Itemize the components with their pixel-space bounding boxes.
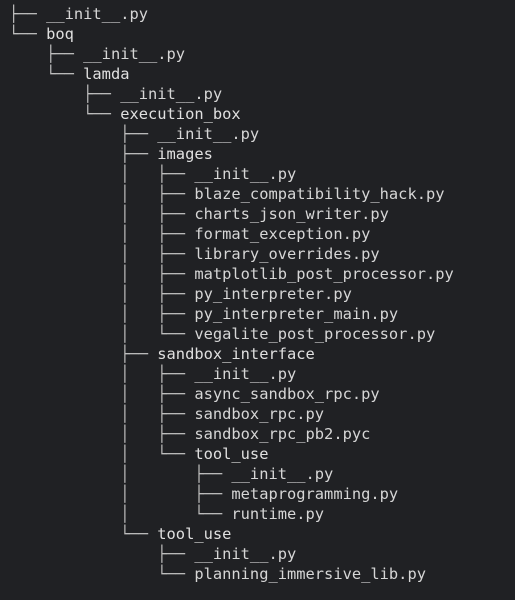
folder-name: tool_use [157, 525, 232, 543]
tree-line: └── boq [9, 24, 515, 44]
tree-branch: │ └── [9, 445, 195, 463]
tree-branch: └── [9, 565, 195, 583]
tree-line: │ ├── __init__.py [9, 364, 515, 384]
tree-line: │ ├── matplotlib_post_processor.py [9, 264, 515, 284]
tree-line: └── lamda [9, 64, 515, 84]
tree-line: │ ├── blaze_compatibility_hack.py [9, 184, 515, 204]
tree-branch: │ ├── [9, 485, 232, 503]
tree-branch: │ └── [9, 505, 232, 523]
file-name: async_sandbox_rpc.py [194, 385, 380, 403]
tree-line: │ └── vegalite_post_processor.py [9, 324, 515, 344]
tree-line: ├── __init__.py [9, 44, 515, 64]
folder-name: lamda [83, 65, 130, 83]
file-name: blaze_compatibility_hack.py [194, 185, 445, 203]
tree-branch: │ ├── [9, 245, 195, 263]
tree-branch: │ ├── [9, 225, 195, 243]
tree-branch: │ ├── [9, 185, 195, 203]
tree-line: │ ├── format_exception.py [9, 224, 515, 244]
tree-branch: │ ├── [9, 265, 195, 283]
tree-line: ├── sandbox_interface [9, 344, 515, 364]
file-name: library_overrides.py [194, 245, 380, 263]
file-name: matplotlib_post_processor.py [194, 265, 454, 283]
file-name: __init__.py [194, 165, 297, 183]
file-name: runtime.py [231, 505, 325, 523]
tree-line: │ ├── __init__.py [9, 164, 515, 184]
tree-branch: │ ├── [9, 365, 195, 383]
folder-name: boq [46, 25, 74, 43]
folder-name: execution_box [120, 105, 241, 123]
tree-line: │ ├── __init__.py [9, 464, 515, 484]
tree-branch: │ ├── [9, 405, 195, 423]
file-name: sandbox_rpc.py [194, 405, 325, 423]
tree-branch: └── [9, 525, 158, 543]
file-name: __init__.py [120, 85, 223, 103]
tree-branch: ├── [9, 125, 158, 143]
tree-branch: ├── [9, 345, 158, 363]
tree-line: └── execution_box [9, 104, 515, 124]
tree-branch: ├── [9, 145, 158, 163]
tree-branch: └── [9, 65, 84, 83]
tree-line: │ └── tool_use [9, 444, 515, 464]
tree-line: ├── __init__.py [9, 124, 515, 144]
file-name: format_exception.py [194, 225, 371, 243]
tree-branch: │ ├── [9, 285, 195, 303]
tree-line: └── planning_immersive_lib.py [9, 564, 515, 584]
file-name: __init__.py [157, 125, 260, 143]
folder-name: tool_use [194, 445, 269, 463]
file-name: planning_immersive_lib.py [194, 565, 426, 583]
file-name: __init__.py [83, 45, 186, 63]
tree-branch: └── [9, 105, 121, 123]
tree-line: ├── __init__.py [9, 544, 515, 564]
folder-name: sandbox_interface [157, 345, 315, 363]
tree-branch: │ ├── [9, 165, 195, 183]
file-name: sandbox_rpc_pb2.pyc [194, 425, 371, 443]
tree-line: │ ├── metaprogramming.py [9, 484, 515, 504]
tree-line: │ ├── async_sandbox_rpc.py [9, 384, 515, 404]
tree-line: │ ├── py_interpreter_main.py [9, 304, 515, 324]
tree-line: ├── images [9, 144, 515, 164]
tree-line: └── tool_use [9, 524, 515, 544]
tree-branch: │ ├── [9, 205, 195, 223]
tree-line: │ ├── sandbox_rpc.py [9, 404, 515, 424]
tree-line: │ ├── py_interpreter.py [9, 284, 515, 304]
folder-name: images [157, 145, 213, 163]
tree-branch: ├── [9, 85, 121, 103]
tree-line: │ ├── charts_json_writer.py [9, 204, 515, 224]
file-name: __init__.py [46, 5, 149, 23]
tree-branch: ├── [9, 5, 47, 23]
tree-branch: ├── [9, 45, 84, 63]
tree-line: │ ├── sandbox_rpc_pb2.pyc [9, 424, 515, 444]
file-name: vegalite_post_processor.py [194, 325, 436, 343]
tree-branch: │ ├── [9, 385, 195, 403]
file-name: py_interpreter_main.py [194, 305, 399, 323]
file-name: __init__.py [194, 545, 297, 563]
file-name: __init__.py [194, 365, 297, 383]
file-name: charts_json_writer.py [194, 205, 389, 223]
tree-branch: │ ├── [9, 305, 195, 323]
tree-branch: └── [9, 25, 47, 43]
tree-branch: │ └── [9, 325, 195, 343]
tree-branch: │ ├── [9, 465, 232, 483]
tree-line: ├── __init__.py [9, 84, 515, 104]
tree-line: │ └── runtime.py [9, 504, 515, 524]
tree-branch: ├── [9, 545, 195, 563]
tree-line: ├── __init__.py [9, 4, 515, 24]
file-name: __init__.py [231, 465, 334, 483]
tree-branch: │ ├── [9, 425, 195, 443]
file-name: metaprogramming.py [231, 485, 399, 503]
file-name: py_interpreter.py [194, 285, 352, 303]
tree-line: │ ├── library_overrides.py [9, 244, 515, 264]
